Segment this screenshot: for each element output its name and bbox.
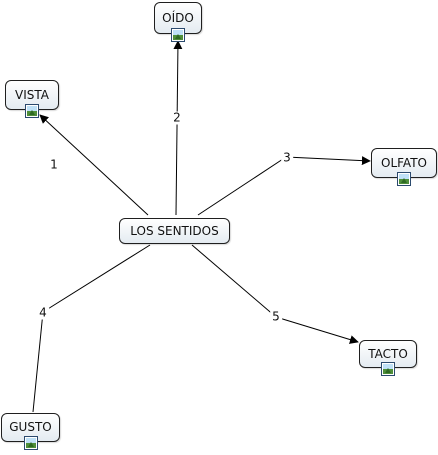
edge-line-gusto-b [32, 311, 44, 413]
node-vista-label: VISTA [15, 88, 49, 102]
picture-icon[interactable] [23, 436, 38, 450]
edge-label-2: 2 [171, 110, 183, 125]
node-oido-label: OÍDO [162, 11, 194, 25]
edge-label-1: 1 [48, 157, 60, 172]
edge-line-vista [39, 114, 149, 216]
edge-line-tacto [191, 244, 277, 318]
node-gusto[interactable]: GUSTO [1, 413, 60, 450]
edge-line-olfato [197, 156, 287, 216]
node-olfato[interactable]: OLFATO [371, 148, 437, 186]
node-tacto-label: TACTO [368, 347, 408, 361]
picture-icon[interactable] [381, 362, 395, 376]
node-gusto-label: GUSTO [9, 420, 52, 434]
node-center-label: LOS SENTIDOS [130, 224, 219, 238]
edge-line-tacto-arrow [275, 316, 359, 344]
picture-icon[interactable] [397, 172, 411, 186]
picture-icon[interactable] [25, 104, 39, 118]
edge-label-4: 4 [37, 305, 49, 320]
edge-line-gusto-a [42, 244, 151, 313]
picture-icon[interactable] [171, 28, 185, 42]
edge-line-oido [173, 40, 183, 216]
node-tacto[interactable]: TACTO [359, 340, 417, 376]
edge-label-5: 5 [270, 309, 282, 324]
node-oido[interactable]: OÍDO [154, 2, 202, 42]
node-olfato-label: OLFATO [381, 156, 427, 170]
edge-line-olfato-arrow [285, 156, 371, 166]
edge-label-3: 3 [281, 150, 293, 165]
node-center[interactable]: LOS SENTIDOS [119, 218, 230, 244]
node-vista[interactable]: VISTA [5, 80, 59, 118]
